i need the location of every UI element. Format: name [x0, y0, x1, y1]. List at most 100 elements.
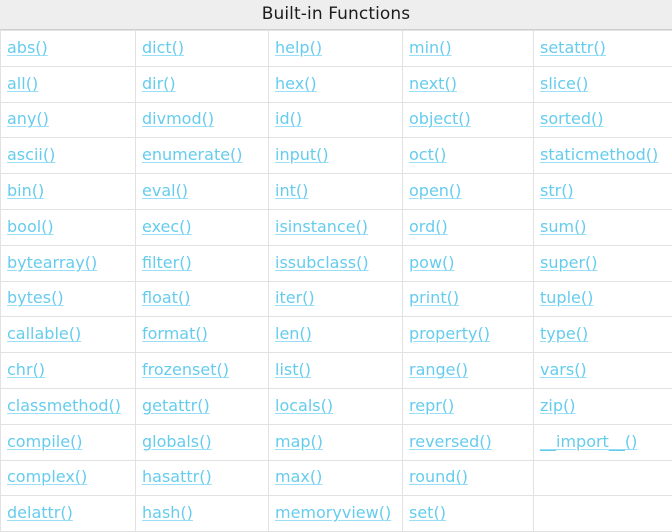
function-link[interactable]: __import__() — [540, 432, 637, 451]
function-link[interactable]: ord() — [409, 217, 448, 236]
function-link[interactable]: bool() — [7, 217, 54, 236]
table-row: classmethod() getattr() locals() repr() zip(… — [1, 388, 672, 424]
function-link[interactable]: int() — [275, 181, 308, 200]
table-cell: __import__() — [534, 424, 672, 460]
function-link[interactable]: sorted() — [540, 109, 603, 128]
function-link[interactable]: bytearray() — [7, 253, 97, 272]
function-link[interactable]: vars() — [540, 360, 587, 379]
function-link[interactable]: open() — [409, 181, 461, 200]
function-link[interactable]: sum() — [540, 217, 587, 236]
function-link[interactable]: slice() — [540, 74, 588, 93]
function-link[interactable]: ascii() — [7, 145, 55, 164]
table-cell: all() — [1, 66, 136, 102]
function-link[interactable]: chr() — [7, 360, 45, 379]
table-cell: ord() — [403, 209, 534, 245]
table-cell: bin() — [1, 174, 136, 210]
function-link[interactable]: min() — [409, 38, 452, 57]
function-link[interactable]: super() — [540, 253, 598, 272]
function-link[interactable]: eval() — [142, 181, 188, 200]
function-link[interactable]: hasattr() — [142, 467, 212, 486]
function-link[interactable]: str() — [540, 181, 574, 200]
function-link[interactable]: hash() — [142, 503, 193, 522]
function-link[interactable]: set() — [409, 503, 446, 522]
function-link[interactable]: locals() — [275, 396, 333, 415]
function-link[interactable]: divmod() — [142, 109, 214, 128]
function-link[interactable]: frozenset() — [142, 360, 229, 379]
function-link[interactable]: memoryview() — [275, 503, 391, 522]
table-row: complex() hasattr() max() round() — [1, 460, 672, 496]
function-link[interactable]: reversed() — [409, 432, 492, 451]
function-link[interactable]: bin() — [7, 181, 44, 200]
function-link[interactable]: input() — [275, 145, 329, 164]
table-cell: isinstance() — [269, 209, 403, 245]
table-cell: bytearray() — [1, 245, 136, 281]
function-link[interactable]: bytes() — [7, 288, 64, 307]
function-link[interactable]: list() — [275, 360, 311, 379]
table-cell: int() — [269, 174, 403, 210]
function-link[interactable]: getattr() — [142, 396, 210, 415]
function-link[interactable]: max() — [275, 467, 322, 486]
table-cell: round() — [403, 460, 534, 496]
function-link[interactable]: all() — [7, 74, 38, 93]
function-link[interactable]: object() — [409, 109, 471, 128]
table-row: bytearray() filter() issubclass() pow() supe… — [1, 245, 672, 281]
table-row: chr() frozenset() list() range() vars() — [1, 353, 672, 389]
function-link[interactable]: print() — [409, 288, 459, 307]
function-link[interactable]: any() — [7, 109, 49, 128]
table-cell: getattr() — [136, 388, 269, 424]
function-link[interactable]: format() — [142, 324, 208, 343]
table-cell: globals() — [136, 424, 269, 460]
function-link[interactable]: dir() — [142, 74, 176, 93]
function-link[interactable]: exec() — [142, 217, 192, 236]
table-cell: abs() — [1, 31, 136, 67]
table-cell: memoryview() — [269, 496, 403, 532]
function-link[interactable]: float() — [142, 288, 190, 307]
table-row: abs() dict() help() min() setattr() — [1, 31, 672, 67]
table-cell: vars() — [534, 353, 672, 389]
function-link[interactable]: property() — [409, 324, 490, 343]
table-body: abs() dict() help() min() setattr() all() dir(… — [1, 31, 672, 532]
function-link[interactable]: complex() — [7, 467, 87, 486]
function-link[interactable]: iter() — [275, 288, 315, 307]
function-link[interactable]: tuple() — [540, 288, 593, 307]
function-link[interactable]: map() — [275, 432, 323, 451]
function-link[interactable]: range() — [409, 360, 468, 379]
table-cell: zip() — [534, 388, 672, 424]
function-link[interactable]: zip() — [540, 396, 575, 415]
function-link[interactable]: oct() — [409, 145, 446, 164]
function-link[interactable]: issubclass() — [275, 253, 369, 272]
function-link[interactable]: next() — [409, 74, 457, 93]
function-link[interactable]: delattr() — [7, 503, 73, 522]
function-link[interactable]: setattr() — [540, 38, 606, 57]
function-link[interactable]: len() — [275, 324, 312, 343]
table-cell: enumerate() — [136, 138, 269, 174]
function-link[interactable]: callable() — [7, 324, 81, 343]
function-link[interactable]: dict() — [142, 38, 184, 57]
function-link[interactable]: abs() — [7, 38, 48, 57]
table-cell: slice() — [534, 66, 672, 102]
function-link[interactable]: hex() — [275, 74, 317, 93]
table-cell: hex() — [269, 66, 403, 102]
table-cell: oct() — [403, 138, 534, 174]
table-row: callable() format() len() property() type() — [1, 317, 672, 353]
table-cell: min() — [403, 31, 534, 67]
table-cell: delattr() — [1, 496, 136, 532]
function-link[interactable]: compile() — [7, 432, 83, 451]
table-cell: property() — [403, 317, 534, 353]
function-link[interactable]: id() — [275, 109, 302, 128]
function-link[interactable]: globals() — [142, 432, 212, 451]
function-link[interactable]: pow() — [409, 253, 455, 272]
function-link[interactable]: help() — [275, 38, 322, 57]
function-link[interactable]: isinstance() — [275, 217, 368, 236]
function-link[interactable]: round() — [409, 467, 468, 486]
function-link[interactable]: staticmethod() — [540, 145, 658, 164]
table-cell: frozenset() — [136, 353, 269, 389]
function-link[interactable]: classmethod() — [7, 396, 121, 415]
table-cell: tuple() — [534, 281, 672, 317]
table-cell: len() — [269, 317, 403, 353]
function-link[interactable]: type() — [540, 324, 588, 343]
function-link[interactable]: repr() — [409, 396, 454, 415]
table-cell: dict() — [136, 31, 269, 67]
function-link[interactable]: filter() — [142, 253, 192, 272]
function-link[interactable]: enumerate() — [142, 145, 243, 164]
